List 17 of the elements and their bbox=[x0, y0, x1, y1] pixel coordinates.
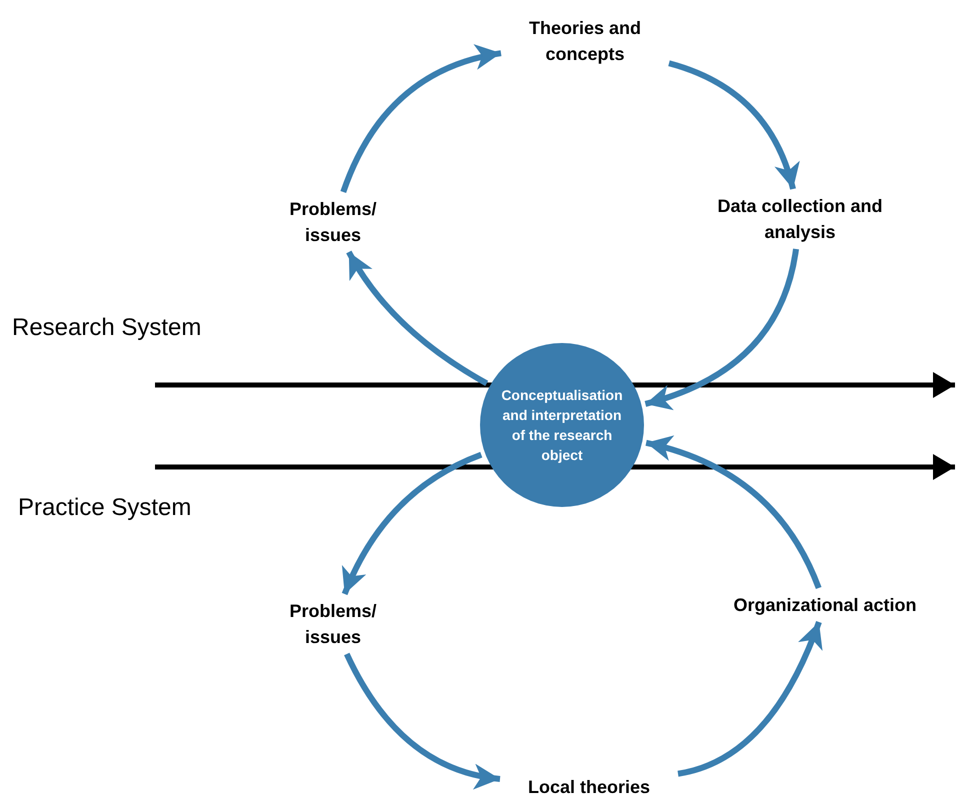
stage-label: Organizational action bbox=[705, 592, 945, 618]
circle-label: Conceptualisation and interpretation of the research object bbox=[500, 386, 624, 465]
cycle-arrow bbox=[677, 620, 822, 777]
cycle-arrow bbox=[342, 452, 482, 596]
stage-label: Problems/ issues bbox=[273, 196, 393, 248]
stage-label: Problems/ issues bbox=[273, 598, 393, 650]
stage-label: Data collection and analysis bbox=[715, 193, 885, 245]
cycle-arrow bbox=[668, 60, 799, 190]
system-label: Practice System bbox=[18, 493, 192, 523]
cycle-arrow bbox=[344, 652, 500, 788]
cycle-arrow bbox=[644, 248, 799, 410]
system-label: Research System bbox=[12, 313, 202, 343]
cycle-arrow bbox=[346, 250, 488, 386]
stage-label: Theories and concepts bbox=[505, 15, 665, 67]
cycle-arrow bbox=[340, 45, 502, 194]
stage-label: Local theories bbox=[504, 774, 674, 800]
cycle-arrow bbox=[645, 436, 822, 590]
